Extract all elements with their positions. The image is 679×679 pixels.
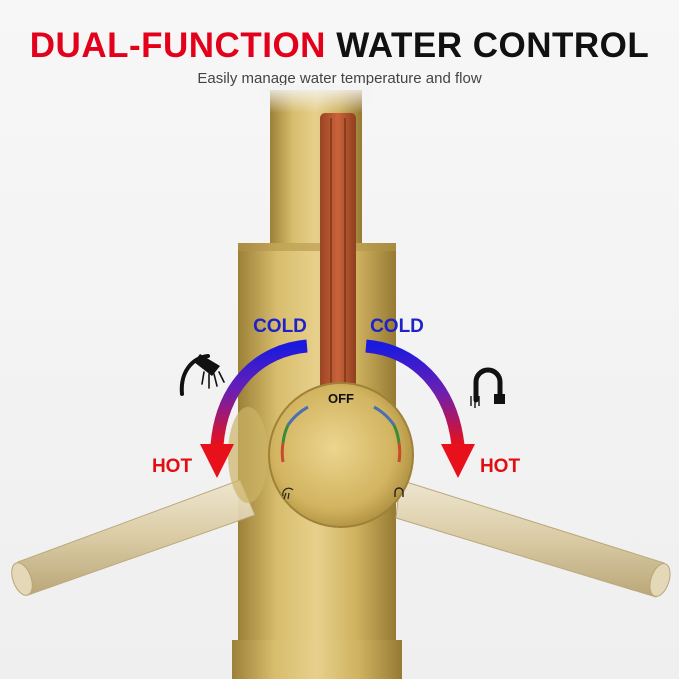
left-lever — [11, 479, 256, 596]
cold-label-left: COLD — [253, 316, 307, 337]
dial-scale — [280, 405, 402, 463]
knob-ghost — [228, 407, 268, 503]
hot-label-right: HOT — [480, 456, 521, 477]
temperature-handle[interactable] — [320, 113, 356, 393]
title-main: WATER CONTROL — [336, 26, 650, 65]
cold-label-right: COLD — [370, 316, 424, 337]
hot-label-left: HOT — [152, 456, 193, 477]
off-label: OFF — [328, 391, 354, 406]
control-dial[interactable] — [268, 382, 414, 528]
dial-stream-icon — [394, 487, 404, 497]
body-rim — [238, 243, 396, 251]
page-title: DUAL-FUNCTION WATER CONTROL — [0, 28, 679, 63]
title-highlight: DUAL-FUNCTION — [29, 26, 326, 65]
faucet-base — [232, 640, 402, 679]
dial-spray-icon — [282, 487, 294, 500]
left-rotation-arrow — [200, 339, 308, 478]
spray-icon — [179, 354, 225, 396]
stream-icon — [470, 367, 505, 408]
right-lever — [395, 479, 671, 598]
page-subtitle: Easily manage water temperature and flow — [197, 70, 482, 87]
right-rotation-arrow — [365, 339, 475, 478]
